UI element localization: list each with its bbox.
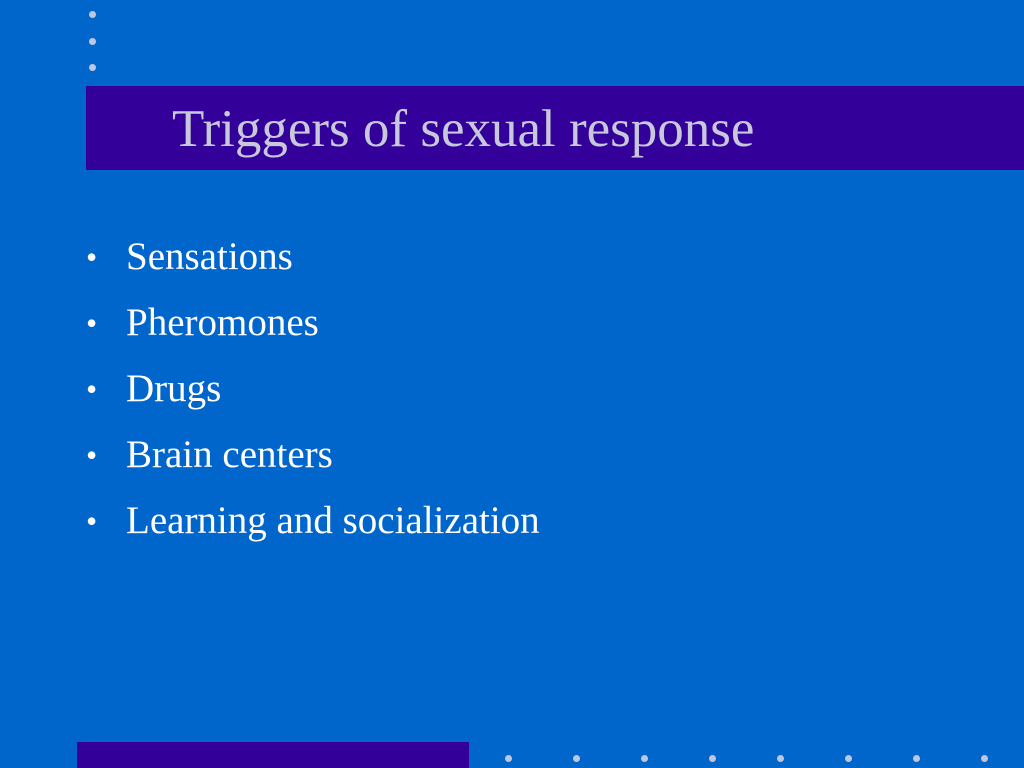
bullet-text: Brain centers — [126, 433, 333, 476]
bullet-marker: • — [86, 437, 98, 473]
bullet-text: Sensations — [126, 235, 293, 278]
decorative-dot — [89, 64, 96, 71]
decorative-dots-horizontal — [505, 755, 1005, 765]
bullet-marker: • — [86, 305, 98, 341]
bullet-text: Pheromones — [126, 301, 319, 344]
decorative-dots-vertical — [89, 11, 99, 75]
bullet-marker: • — [86, 503, 98, 539]
slide-title: Triggers of sexual response — [172, 100, 755, 158]
decorative-dot — [89, 11, 96, 18]
bullet-marker: • — [86, 239, 98, 275]
decorative-dot — [641, 755, 648, 762]
footer-band — [77, 742, 469, 768]
bullet-text: Drugs — [126, 367, 222, 410]
bullet-marker: • — [86, 371, 98, 407]
bullet-text: Learning and socialization — [126, 499, 540, 542]
decorative-dot — [505, 755, 512, 762]
decorative-dot — [845, 755, 852, 762]
decorative-dot — [709, 755, 716, 762]
decorative-dot — [573, 755, 580, 762]
decorative-dot — [981, 755, 988, 762]
decorative-dot — [913, 755, 920, 762]
decorative-dot — [89, 38, 96, 45]
title-band — [86, 86, 1024, 170]
decorative-dot — [777, 755, 784, 762]
